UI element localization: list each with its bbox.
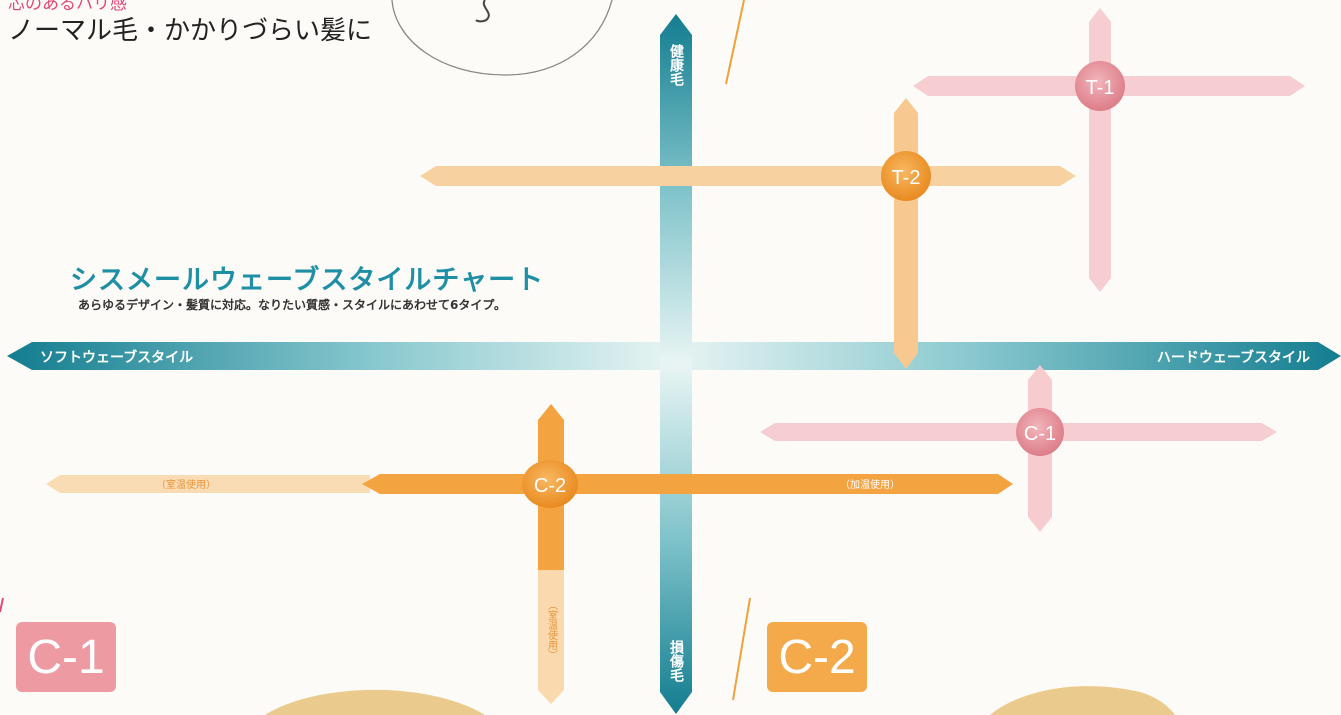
t2-horizontal-arrow — [420, 166, 1076, 186]
hair-illustration — [265, 689, 485, 715]
chart-title: シスメールウェーブスタイルチャート — [70, 265, 545, 296]
axis-left-label: ソフトウェーブスタイル — [40, 349, 193, 366]
node-c1 — [1016, 408, 1064, 456]
heated-note: （加温使用） — [840, 478, 900, 491]
big-label-c1: C-1 — [16, 622, 116, 692]
node-t2 — [881, 151, 931, 201]
header-subtitle: ノーマル毛・かかりづらい髪に — [8, 16, 373, 46]
room-temp-note: （室温使用） — [156, 478, 216, 491]
decorative-squiggle — [475, 0, 490, 23]
c2-left-light-arrow — [46, 475, 370, 493]
vertical-axis-arrow — [660, 14, 692, 714]
t2-vertical-arrow — [894, 98, 918, 369]
axis-right-label: ハードウェーブスタイル — [1157, 349, 1310, 366]
t1-vertical-arrow — [1089, 8, 1111, 292]
accent-slash — [725, 0, 745, 85]
decorative-circle — [391, 0, 613, 76]
node-t1-label: T-1 — [1086, 77, 1115, 99]
c2-horizontal-arrow — [362, 474, 1013, 494]
chart-subtitle: あらゆるデザイン・髪質に対応。なりたい質感・スタイルにあわせて6タイプ。 — [78, 298, 506, 312]
c2-vertical-light-arrow — [538, 570, 564, 704]
node-c1-label: C-1 — [1024, 423, 1056, 445]
header-partial-text: 芯のあるハリ感 — [8, 0, 127, 14]
node-t2-label: T-2 — [892, 167, 921, 189]
hair-illustration — [990, 686, 1175, 715]
node-t1 — [1075, 61, 1125, 111]
accent-slash — [732, 597, 751, 701]
accent-slash — [0, 597, 4, 613]
node-c2-label: C-2 — [534, 475, 566, 497]
axis-top-label: 健康毛 — [668, 43, 684, 87]
axis-bottom-label: 損傷毛 — [668, 639, 685, 683]
big-label-c2: C-2 — [767, 622, 867, 692]
room-temp-vertical-note: （室温使用） — [546, 600, 558, 660]
node-c2 — [522, 460, 578, 508]
